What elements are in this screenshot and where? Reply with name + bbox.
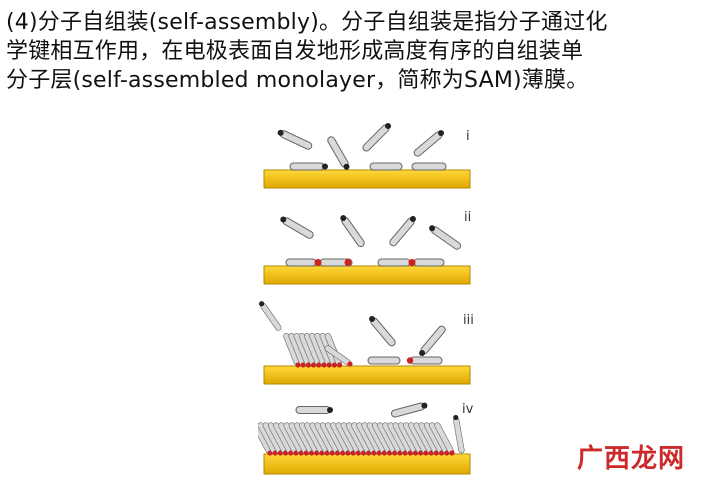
molecule [453, 414, 465, 454]
molecule-lying [413, 258, 445, 267]
molecule-floating [277, 129, 313, 150]
head-group [322, 163, 328, 170]
molecule-floating [280, 216, 314, 239]
panel-iv: iv [258, 402, 474, 475]
molecule-lying [377, 258, 411, 267]
molecule-floating [429, 225, 462, 250]
panel-label-iv: iv [462, 402, 474, 417]
molecule-floating [340, 215, 365, 248]
molecule-floating [369, 315, 396, 347]
molecule-floating [389, 215, 416, 247]
paragraph-line-3: 分子层(self-assembled monolayer，简称为SAM)薄膜。 [6, 68, 589, 93]
paragraph-line-2: 学键相互作用，在电极表面自发地形成高度有序的自组装单 [6, 39, 584, 64]
molecule-floating [327, 136, 350, 170]
molecule-lying [367, 356, 401, 365]
molecule [434, 422, 455, 456]
panel-iii: iii [259, 301, 474, 385]
molecule-lying [411, 162, 447, 171]
panel-ii: ii [263, 210, 471, 285]
substrate-iv [263, 453, 471, 475]
molecules-i [277, 122, 447, 171]
watermark-logo: 广西龙网 [576, 444, 685, 474]
molecule-floating [419, 325, 446, 357]
molecule [314, 332, 332, 368]
molecule [259, 301, 282, 331]
molecules-iii [259, 301, 446, 368]
molecule [314, 422, 336, 456]
molecule-lying [289, 162, 325, 171]
substrate-iii [263, 365, 471, 385]
molecule-lying [369, 162, 403, 171]
molecule-lying [409, 356, 443, 365]
molecules-ii [280, 215, 462, 267]
panel-label-i: i [466, 129, 470, 144]
substrate-i [263, 169, 471, 189]
molecule [330, 422, 351, 456]
panel-label-ii: ii [464, 210, 471, 225]
paragraph-line-1: (4)分子自组装(self-assembly)。分子自组装是指分子通过化 [6, 10, 608, 35]
molecules-iv [258, 402, 465, 456]
molecule-floating [413, 130, 445, 157]
panel-label-iii: iii [463, 313, 474, 328]
panel-i: i [263, 122, 471, 189]
bond-site [314, 259, 322, 266]
substrate-ii [263, 265, 471, 285]
molecule [324, 345, 353, 367]
molecule-floating [390, 402, 428, 418]
bond-site [344, 259, 352, 266]
bond-site [406, 357, 414, 364]
self-assembly-diagram: i [258, 122, 474, 475]
molecule-floating [362, 122, 392, 152]
bond-site [408, 259, 416, 266]
molecule-floating [295, 406, 333, 414]
molecule [345, 422, 367, 456]
molecule-lying [285, 258, 317, 267]
paragraph: (4)分子自组装(self-assembly)。分子自组装是指分子通过化 学键相… [6, 8, 706, 95]
